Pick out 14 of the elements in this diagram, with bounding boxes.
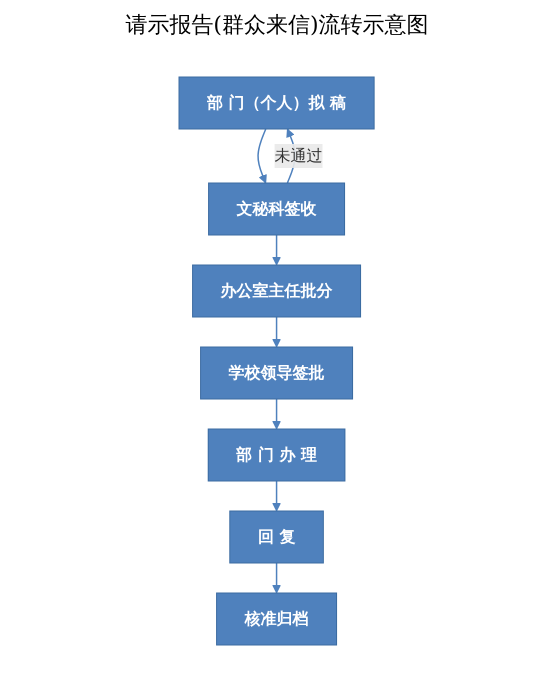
- arrow: [258, 128, 268, 184]
- diagram-title: 请示报告(群众来信)流转示意图: [124, 12, 430, 40]
- edge-label: 未通过: [274, 146, 323, 165]
- arrow: [272, 399, 282, 430]
- node-box: 部 门（个人）拟 稿: [178, 76, 376, 130]
- node-box: 办公室主任批分: [192, 264, 362, 318]
- node-box: 回 复: [230, 510, 324, 564]
- arrow: [272, 235, 282, 266]
- arrow: [272, 563, 282, 594]
- node-box: 文秘科签收: [208, 182, 346, 236]
- arrow: [272, 481, 282, 512]
- node-box: 部 门 办 理: [208, 428, 346, 482]
- node-box: 学校领导签批: [200, 346, 354, 400]
- arrow: [272, 317, 282, 348]
